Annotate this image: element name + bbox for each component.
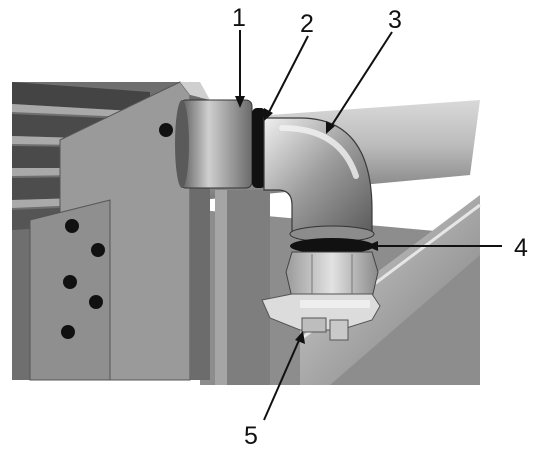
leader-line-5 xyxy=(263,337,301,421)
hex-nut xyxy=(285,251,379,299)
clamp xyxy=(261,293,381,341)
leader-line-3 xyxy=(329,31,393,129)
bushing xyxy=(175,99,253,189)
o-ring-upper xyxy=(252,108,266,188)
callout-3: 3 xyxy=(388,6,402,34)
bolt-hole-icon xyxy=(61,325,75,339)
bolt-hole-icon xyxy=(65,219,79,233)
callout-1: 1 xyxy=(232,4,246,32)
elbow-fitting xyxy=(263,117,375,243)
leader-line-2 xyxy=(267,35,309,115)
bolt-hole-icon xyxy=(63,275,77,289)
o-ring-lower xyxy=(290,238,374,254)
callout-2: 2 xyxy=(300,10,314,38)
leader-lines xyxy=(235,30,502,421)
support-post xyxy=(215,190,270,385)
callout-5: 5 xyxy=(244,422,258,450)
bolt-hole-icon xyxy=(89,295,103,309)
bolt-hole-icon xyxy=(91,243,105,257)
bolt-hole-icon xyxy=(159,123,173,137)
callout-4: 4 xyxy=(514,234,528,262)
